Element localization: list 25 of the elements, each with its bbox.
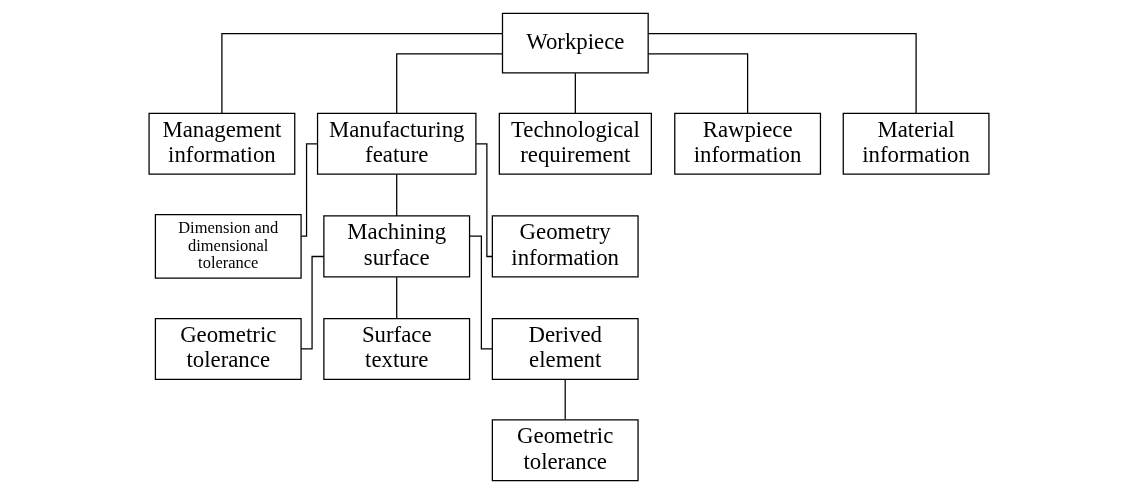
connector [395, 53, 503, 114]
connector [300, 143, 318, 237]
node-box: Dimension and dimensional tolerance [154, 214, 302, 279]
connector [220, 32, 503, 114]
node-box: Manufacturing feature [316, 112, 477, 175]
node-box: Derived element [491, 317, 639, 380]
node-box: Geometry information [491, 215, 639, 278]
node-box: Surface texture [322, 317, 470, 380]
connector [564, 378, 566, 421]
node-box: Rawpiece information [673, 112, 821, 175]
connector [647, 53, 748, 114]
node-box: Management information [147, 112, 295, 175]
connector [647, 32, 917, 114]
node-box: Geometric tolerance [491, 419, 639, 482]
connector [395, 276, 397, 320]
node-box: Material information [842, 112, 990, 175]
connector [468, 235, 493, 350]
connector [299, 255, 324, 350]
node-box: Technological requirement [498, 112, 652, 175]
connector [395, 173, 397, 217]
node-box: Machining surface [322, 215, 470, 278]
connector [475, 143, 493, 258]
node-box: Workpiece [501, 12, 649, 74]
node-box: Geometric tolerance [154, 317, 302, 380]
connector [574, 72, 576, 114]
